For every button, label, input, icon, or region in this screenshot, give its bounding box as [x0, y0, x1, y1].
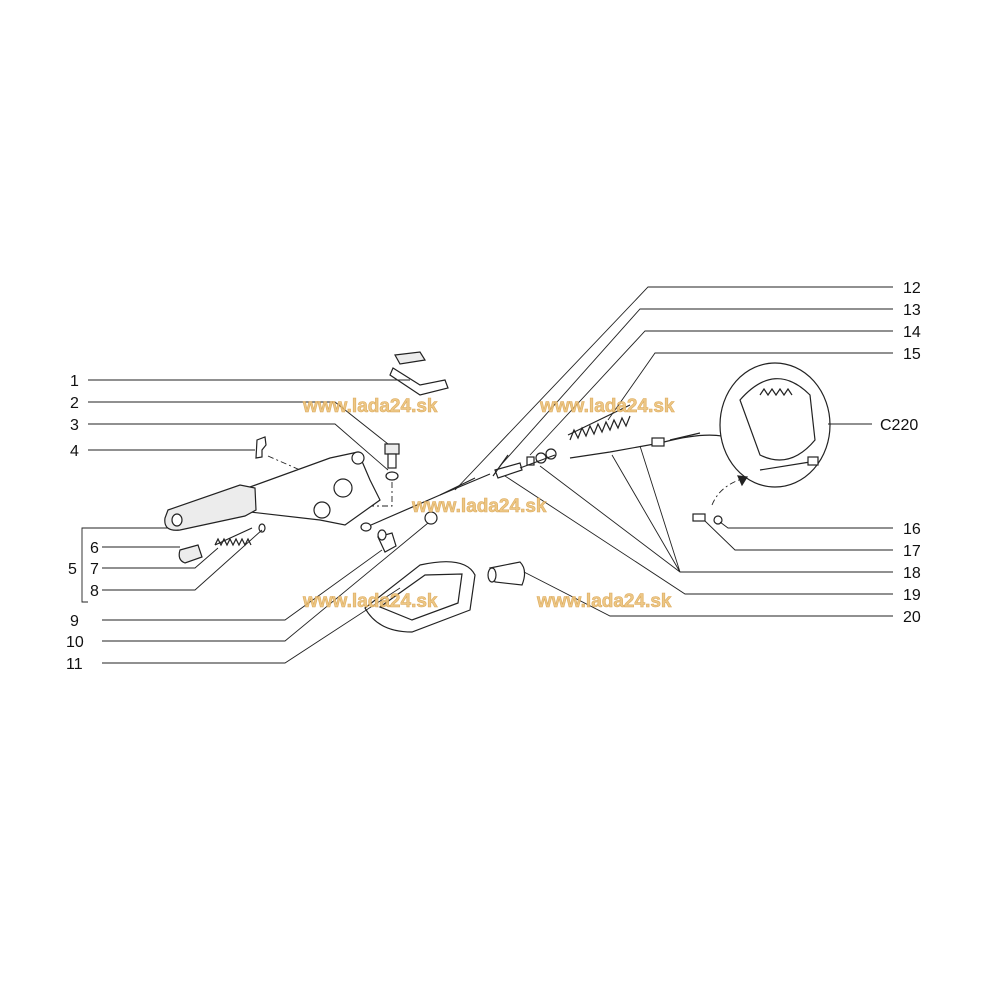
leader-lines	[81, 286, 893, 664]
part-20-boot[interactable]	[487, 561, 526, 586]
part-10-nut[interactable]	[424, 511, 438, 525]
part-12-equalizer[interactable]	[492, 454, 523, 479]
c220-brake-drum-assembly[interactable]	[719, 362, 831, 488]
callout-20: 20	[903, 609, 921, 626]
watermark: www.lada24.sk	[536, 591, 672, 612]
callout-19: 19	[903, 587, 921, 604]
watermark: www.lada24.sk	[411, 496, 547, 517]
watermark: www.lada24.sk	[539, 396, 675, 417]
part-9-pin[interactable]	[377, 529, 397, 553]
part-13-bushing[interactable]	[526, 456, 535, 466]
callout-3: 3	[70, 417, 79, 434]
callout-18: 18	[903, 565, 921, 582]
part-4-clip[interactable]	[255, 436, 267, 459]
part-6-button[interactable]	[178, 544, 203, 564]
callout-10: 10	[66, 634, 84, 651]
callout-14: 14	[903, 324, 921, 341]
part-1-lever-cover[interactable]	[389, 351, 449, 396]
part-15-spring[interactable]	[567, 404, 631, 441]
cable-front[interactable]	[360, 473, 491, 532]
callout-6: 6	[90, 540, 99, 557]
callout-1: 1	[70, 373, 79, 390]
callout-16: 16	[903, 521, 921, 538]
callout-5: 5	[68, 561, 77, 578]
part-3-washer[interactable]	[385, 471, 399, 481]
callout-17: 17	[903, 543, 921, 560]
part-14-nut-2[interactable]	[545, 448, 557, 460]
watermark: www.lada24.sk	[302, 396, 438, 417]
assembly-arrow	[711, 477, 746, 506]
callout-c220: C220	[880, 417, 918, 434]
callout-4: 4	[70, 443, 79, 460]
part-2-bolt[interactable]	[384, 443, 400, 469]
part-7-spring[interactable]	[214, 527, 253, 547]
callout-12: 12	[903, 280, 921, 297]
part-17-bolt[interactable]	[692, 513, 706, 522]
callout-13: 13	[903, 302, 921, 319]
callout-15: 15	[903, 346, 921, 363]
part-11-boot-cover[interactable]	[364, 561, 476, 633]
callout-11: 11	[66, 656, 83, 673]
part-8-washer[interactable]	[258, 523, 266, 533]
callout-8: 8	[90, 583, 99, 600]
watermark: www.lada24.sk	[302, 591, 438, 612]
part-5-handbrake-lever[interactable]	[164, 451, 381, 531]
callout-2: 2	[70, 395, 79, 412]
callout-7: 7	[90, 561, 99, 578]
callout-9: 9	[70, 613, 79, 630]
